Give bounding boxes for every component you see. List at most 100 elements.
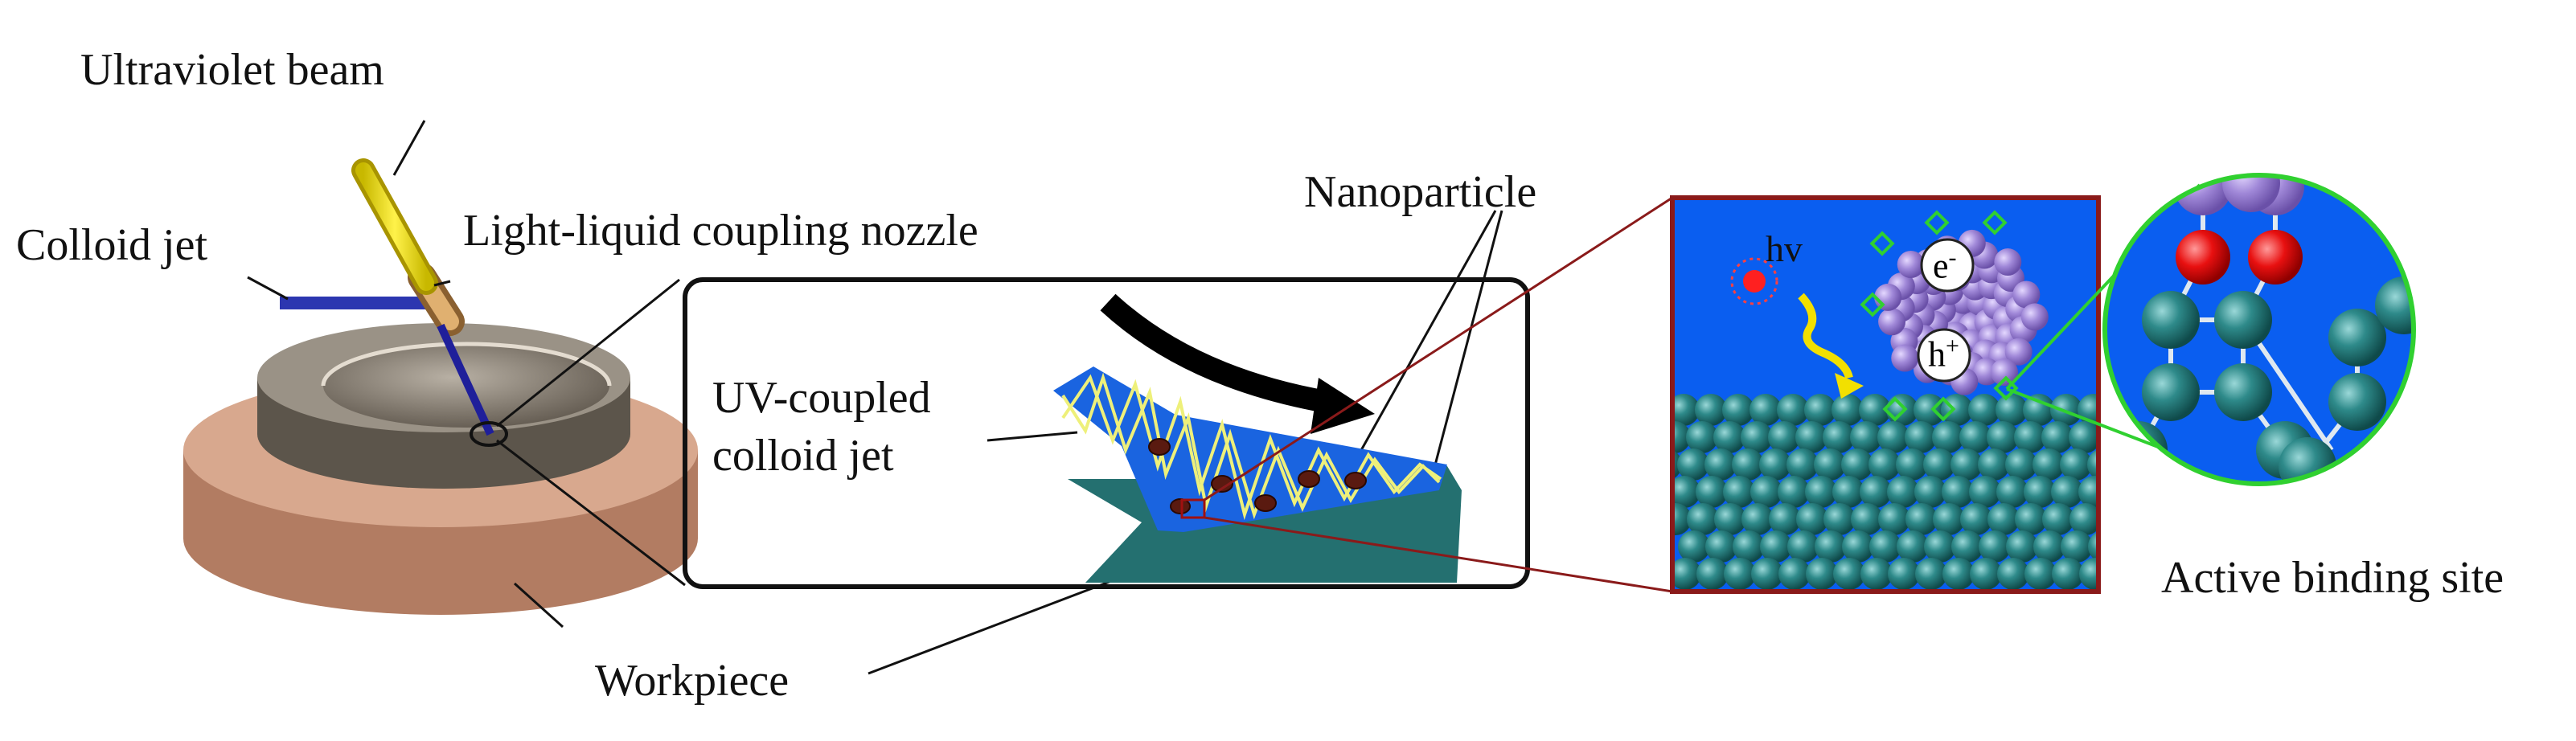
substrate-atom (1914, 394, 1946, 426)
substrate-atom (1815, 530, 1847, 563)
oxygen-atom (2176, 230, 2230, 285)
substrate-atom (1979, 530, 2011, 563)
label-colloid-jet: Colloid jet (16, 220, 207, 270)
substrate-atom (1786, 448, 1819, 481)
substrate-atom (2014, 421, 2046, 453)
substrate-atom (2033, 530, 2065, 563)
substrate-atom (1713, 421, 1745, 453)
substrate-atom (2078, 476, 2098, 508)
substrate-atom (1687, 503, 1719, 535)
label-active-binding-site: Active binding site (2161, 553, 2504, 603)
label-uv-jet-line1: UV-coupled (712, 373, 931, 423)
substrate-atom (2050, 394, 2082, 426)
process-zoom-box (683, 277, 1530, 589)
substrate-atom (1877, 421, 1909, 453)
substrate-atom (2024, 558, 2057, 590)
nanoparticle-dot (1254, 494, 1277, 512)
substrate-atom (1804, 394, 1836, 426)
substrate-atom (1942, 558, 1975, 590)
substrate-atom (2052, 558, 2084, 590)
substrate-atom (1769, 503, 1801, 535)
substrate-atom (1832, 394, 1864, 426)
substrate-atom (1905, 421, 1937, 453)
substrate-atom (1888, 558, 1920, 590)
substrate-atom (1970, 558, 2002, 590)
substrate-atom (2133, 476, 2165, 508)
atom (2222, 175, 2280, 212)
substrate-atom (1997, 558, 2029, 590)
substrate-atom (1878, 503, 1910, 535)
substrate-atom (1696, 476, 1728, 508)
substrate-atom (1823, 421, 1855, 453)
substrate-atom (2051, 476, 2083, 508)
label-hv: hv (1766, 228, 1803, 269)
cluster-atom (2004, 338, 2032, 366)
substrate-atom (1696, 558, 1729, 590)
atom (2214, 291, 2272, 349)
apparatus (183, 158, 698, 615)
flow-arrow (1100, 293, 1329, 413)
substrate-atom (1941, 394, 1973, 426)
substrate-atom (1823, 503, 1856, 535)
substrate-atom (1806, 558, 1838, 590)
substrate-atom (1996, 476, 2028, 508)
substrate-atom (2079, 558, 2098, 590)
substrate-atom (1672, 558, 1701, 590)
substrate-atom (1896, 448, 1928, 481)
substrate-atom (1733, 530, 1765, 563)
substrate-atom (2061, 530, 2093, 563)
substrate-atom (1777, 394, 1809, 426)
substrate-atom (1751, 558, 1783, 590)
nanoparticle-dot (1344, 472, 1367, 489)
cluster-atom (2020, 303, 2049, 331)
electron-charge: - (1948, 244, 1957, 271)
substrate-atom (1778, 476, 1810, 508)
substrate-atom (1987, 421, 2019, 453)
atom (2328, 373, 2386, 431)
substrate-atom (2024, 476, 2056, 508)
nanoparticle-dot (1211, 475, 1233, 493)
atom (2110, 421, 2168, 479)
substrate-atom (2069, 503, 2098, 535)
substrate-atom (1750, 476, 1782, 508)
substrate-atom (1672, 476, 1700, 508)
substrate-atom (2006, 530, 2038, 563)
label-ultraviolet-beam: Ultraviolet beam (80, 45, 384, 95)
substrate-atom (1795, 421, 1827, 453)
substrate-atom (1749, 394, 1782, 426)
substrate-atom (2115, 448, 2147, 481)
substrate-atom (1672, 421, 1691, 453)
cluster-atom (1897, 251, 1925, 279)
nanoparticle-dot (1148, 438, 1171, 456)
nanoparticles (1148, 438, 1367, 514)
substrate-atom (2005, 448, 2037, 481)
substrate-atom (1677, 448, 1709, 481)
red-leaders (1204, 196, 1673, 593)
substrate-atom (2106, 476, 2138, 508)
binding-site-circle (2102, 173, 2416, 486)
substrate-atom (1860, 476, 1892, 508)
substrate-atom (1732, 448, 1764, 481)
substrate-atom (2060, 448, 2092, 481)
nozzle-dish (257, 323, 630, 489)
substrate-atom (1851, 503, 1883, 535)
substrate-atom (1805, 476, 1837, 508)
substrate-atom (1987, 503, 2020, 535)
atom (2142, 363, 2200, 421)
substrate-atom (1640, 394, 1672, 426)
substrate-atom (1951, 530, 1983, 563)
substrate-atom (1678, 530, 1710, 563)
cluster-atom (1994, 248, 2022, 276)
substrate-atom (1842, 530, 1874, 563)
substrate-atom (1969, 476, 2001, 508)
substrate-atom (1796, 503, 1828, 535)
substrate-atom (2023, 394, 2055, 426)
substrate-atom (1760, 530, 1792, 563)
substrate-atom (1915, 558, 1947, 590)
substrate-atom (2097, 512, 2098, 526)
substrate-atom (1959, 421, 1991, 453)
substrate-atom (1759, 448, 1791, 481)
substrate-atom (1768, 421, 1800, 453)
hole-symbol: h (1928, 334, 1946, 375)
